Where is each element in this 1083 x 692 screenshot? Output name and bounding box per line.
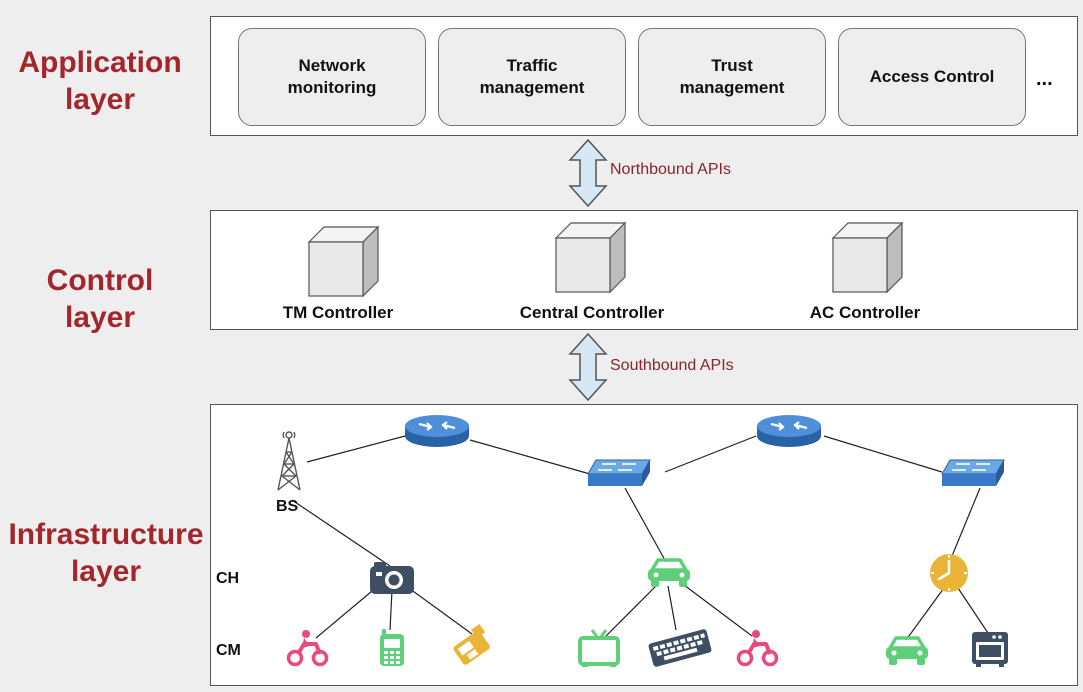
app-network-monitoring: Network monitoring — [238, 28, 426, 126]
base-station-label: BS — [276, 498, 299, 515]
southbound-arrow — [568, 332, 608, 402]
switch-icon — [941, 459, 1005, 486]
tm-controller-icon — [307, 225, 380, 298]
southbound-api-label: Southbound APIs — [610, 357, 734, 374]
northbound-arrow — [568, 138, 608, 208]
northbound-api-label: Northbound APIs — [610, 161, 731, 178]
base-station-tower-icon — [277, 431, 301, 491]
motorcycle-icon — [736, 630, 779, 667]
keyboard-icon — [648, 629, 712, 667]
application-layer-title: Application layer — [18, 46, 182, 116]
more-apps-ellipsis: ... — [1036, 68, 1053, 90]
central-controller-icon — [554, 221, 627, 294]
ac-controller-label: AC Controller — [809, 303, 921, 322]
infrastructure-layer-panel — [210, 404, 1078, 686]
central-controller-label: Central Controller — [519, 303, 665, 322]
car-icon — [886, 636, 928, 665]
ac-controller-icon — [831, 221, 904, 294]
tm-controller-label: TM Controller — [282, 303, 394, 322]
infrastructure-layer-title: Infrastructure layer — [8, 518, 204, 588]
cluster-head-row-label: CH — [216, 570, 240, 587]
mobile-phone-icon — [380, 629, 404, 666]
motorcycle-icon — [286, 630, 329, 667]
router-icon — [405, 415, 469, 447]
router-icon — [757, 415, 821, 447]
tv-icon — [578, 629, 620, 667]
sensor-device-icon — [453, 623, 490, 665]
app-traffic-management: Traffic management — [438, 28, 626, 126]
app-access-control: Access Control — [838, 28, 1026, 126]
clock-icon — [930, 554, 968, 592]
oven-icon — [972, 632, 1008, 667]
control-layer-title: Control layer — [46, 264, 154, 334]
switch-icon — [587, 459, 651, 486]
app-trust-management: Trust management — [638, 28, 826, 126]
car-icon — [648, 558, 690, 587]
cluster-member-row-label: CM — [216, 642, 241, 659]
camera-icon — [370, 562, 414, 594]
